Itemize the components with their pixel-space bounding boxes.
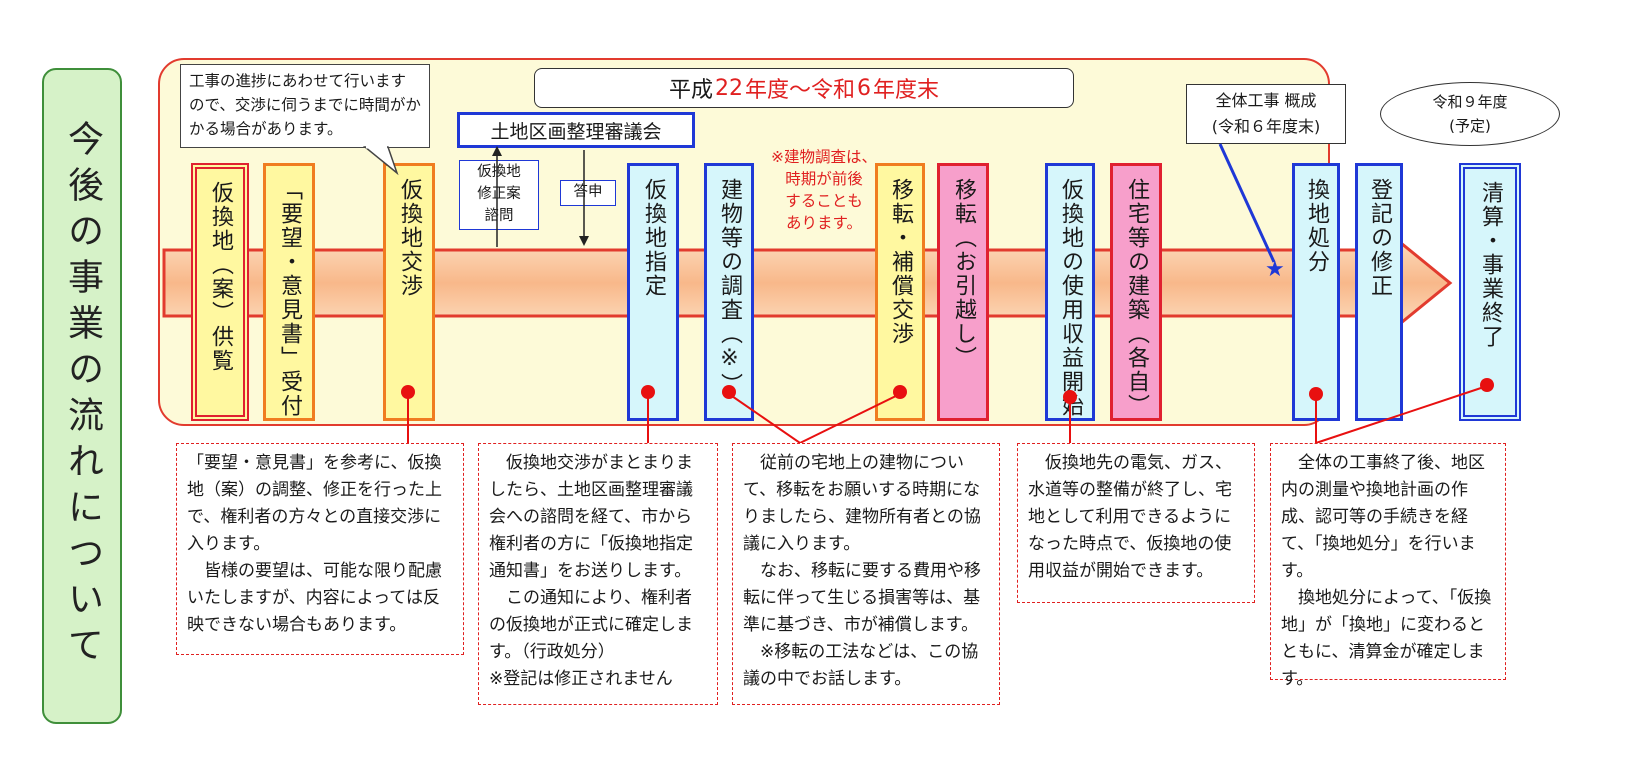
step-label: 住宅等の建築（各自） [1124, 178, 1149, 418]
step-kakanchi-kousyou: 仮換地交渉 [383, 163, 435, 421]
step-iten-hoshou: 移転・補償交渉 [875, 163, 925, 421]
step-tatemono-chousa: 建物等の調査（※） [704, 163, 754, 421]
desc-land-disposition: 全体の工事終了後、地区内の測量や換地計画の作成、認可等の手続きを経て、「換地処分… [1270, 443, 1506, 689]
desc-text: 従前の宅地上の建物について、移転をお願いする時期になりましたら、建物所有者との協… [743, 453, 981, 554]
step-label: 仮換地指定 [641, 178, 666, 298]
answer-box: 答申 [560, 180, 616, 206]
consult-box: 仮換地 修正案 諮問 [459, 160, 539, 230]
step-juutaku-kenchiku: 住宅等の建築（各自） [1110, 163, 1162, 421]
desc-text: 皆様の要望は、可能な限り配慮いたしますが、内容によっては反映できない場合もありま… [187, 561, 442, 635]
step-label: 仮換地（案）供覧 [208, 181, 233, 373]
step-label: 移転・補償交渉 [888, 178, 913, 346]
step-label: 「要望・意見書」受付 [277, 178, 302, 418]
desc-text: なお、移転に要する費用や移転に伴って生じる損害等は、基準に基づき、市が補償します… [743, 561, 981, 635]
negotiation-callout: 工事の進捗にあわせて行いますので、交渉に伺うまでに時間がかかる場合があります。 [180, 64, 430, 148]
desc-text: 換地処分によって、「仮換地」が「換地」に変わるとともに、清算金が確定します。 [1281, 588, 1492, 689]
step-label: 仮換地の使用収益開始 [1058, 178, 1083, 418]
completion-line1: 全体工事 概成 [1215, 91, 1317, 110]
final-year-badge: 令和９年度 (予定) [1380, 82, 1560, 146]
desc-text: ※移転の工法などは、この協議の中でお話します。 [743, 642, 979, 689]
title-box: 今後の事業の流れについて [42, 68, 122, 724]
period-end-year: 6 [857, 75, 871, 101]
completion-badge: 全体工事 概成 (令和６年度末) [1186, 84, 1346, 144]
step-label: 仮換地交渉 [397, 178, 422, 298]
building-survey-note: ※建物調査は、 時期が前後 することも あります。 [771, 148, 877, 232]
step-touki-shuusei: 登記の修正 [1355, 163, 1403, 421]
council-box: 土地区画整理審議会 [457, 112, 695, 148]
period-pre: 平成 [668, 78, 713, 103]
desc-text: 仮換地交渉がまとまりましたら、土地区画整理審議会への諮問を経て、市から権利者の方… [489, 453, 693, 581]
step-kanchi-shobun: 換地処分 [1292, 163, 1340, 421]
desc-text: 「要望・意見書」を参考に、仮換地（案）の調整、修正を行った上で、権利者の方々との… [187, 453, 442, 554]
desc-text: 全体の工事終了後、地区内の測量や換地計画の作成、認可等の手続きを経て、「換地処分… [1281, 453, 1485, 581]
period-box: 平成 22 年度～令和 6 年度末 [534, 68, 1074, 108]
step-label: 建物等の調査（※） [717, 178, 742, 397]
desc-usage-start: 仮換地先の電気、ガス、水道等の整備が終了し、宅地として利用できるようになった時点… [1017, 443, 1255, 603]
final-year-line2: (予定) [1449, 117, 1491, 135]
step-youbou-uketsuke: 「要望・意見書」受付 [263, 163, 315, 421]
final-year-line1: 令和９年度 [1432, 93, 1508, 111]
desc-negotiation: 「要望・意見書」を参考に、仮換地（案）の調整、修正を行った上で、権利者の方々との… [176, 443, 464, 655]
step-seisan-shuuryou: 清算・事業終了 [1459, 163, 1521, 421]
desc-designation: 仮換地交渉がまとまりましたら、土地区画整理審議会への諮問を経て、市から権利者の方… [478, 443, 718, 705]
step-label: 登記の修正 [1367, 178, 1392, 298]
step-kakanchi-kyoran: 仮換地（案）供覧 [191, 163, 249, 421]
period-mid1: 年度～令和 [744, 78, 855, 103]
step-shiyou-shuueki: 仮換地の使用収益開始 [1045, 163, 1095, 421]
desc-text: この通知により、権利者の仮換地が正式に確定します。（行政処分） [489, 588, 693, 662]
step-label: 移転（お引越し） [951, 178, 976, 370]
step-label: 換地処分 [1304, 178, 1329, 274]
desc-text: 仮換地先の電気、ガス、水道等の整備が終了し、宅地として利用できるようになった時点… [1028, 453, 1232, 581]
step-iten: 移転（お引越し） [937, 163, 989, 421]
step-kakanchi-shitei: 仮換地指定 [627, 163, 679, 421]
page-title: 今後の事業の流れについて [62, 120, 103, 672]
desc-relocation: 従前の宅地上の建物について、移転をお願いする時期になりましたら、建物所有者との協… [732, 443, 1000, 705]
period-start-year: 22 [714, 75, 743, 101]
desc-text: ※登記は修正されません [489, 669, 673, 689]
completion-line2: (令和６年度末) [1211, 117, 1321, 136]
period-mid2: 年度末 [873, 78, 940, 103]
step-label: 清算・事業終了 [1478, 181, 1503, 349]
